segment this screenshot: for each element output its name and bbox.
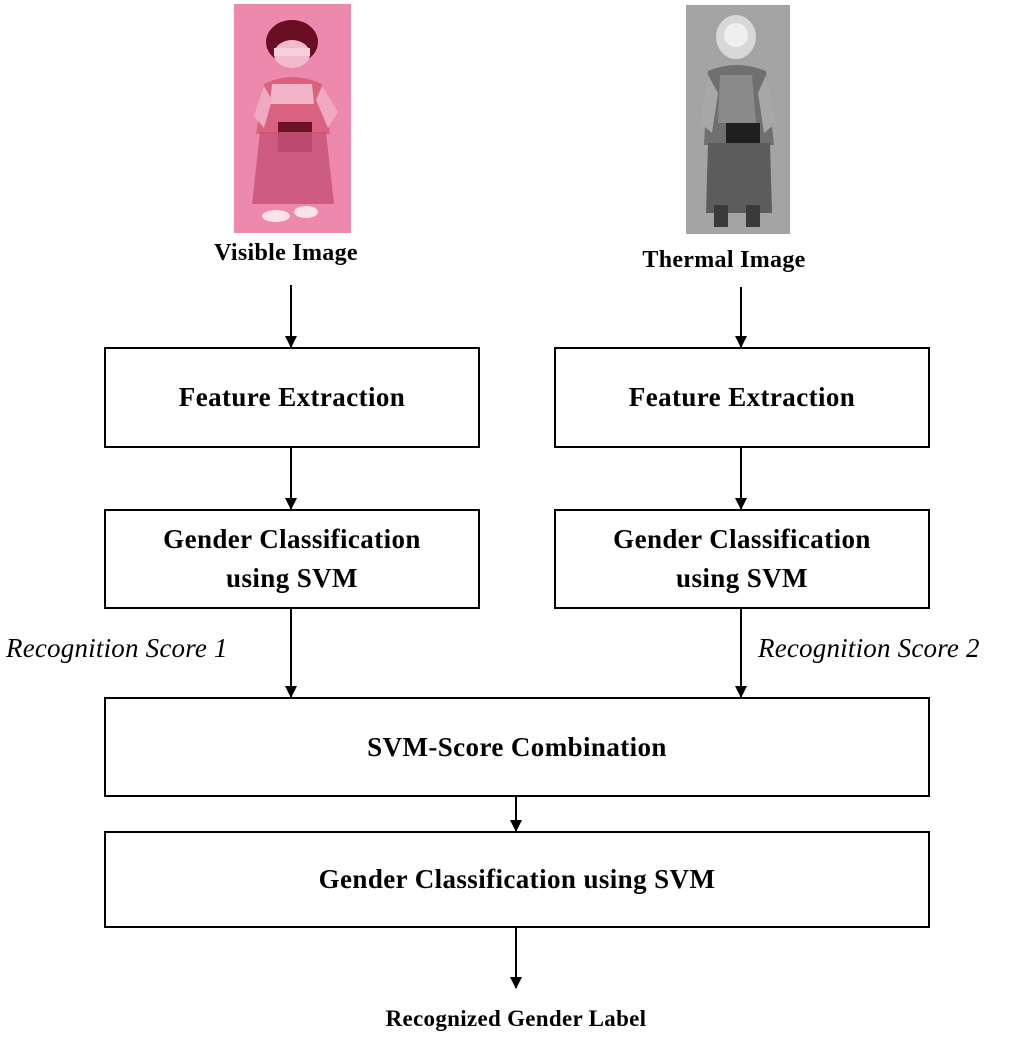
feature-extraction-label-left: Feature Extraction	[178, 382, 406, 412]
thermal-image	[686, 5, 790, 234]
feature-extraction-box-right: Feature Extraction	[554, 347, 930, 448]
final-gender-classification-label: Gender Classification using SVM	[318, 864, 716, 894]
gender-classification-right-line2: using SVM	[676, 563, 808, 593]
svm-score-combination-label: SVM-Score Combination	[367, 731, 667, 762]
gender-classification-left-line2: using SVM	[226, 563, 358, 593]
svm-score-combination-box: SVM-Score Combination	[104, 697, 930, 797]
gender-classification-left-line1: Gender Classification	[163, 524, 421, 554]
recognition-score-1-label: Recognition Score 1	[6, 633, 228, 663]
gender-classification-label-left: Gender Classification using SVM	[163, 520, 421, 598]
thermal-image-caption: Thermal Image	[642, 247, 806, 273]
gender-classification-label-right: Gender Classification using SVM	[613, 520, 871, 598]
feature-extraction-box-left: Feature Extraction	[104, 347, 480, 448]
recognized-gender-label: Recognized Gender Label	[385, 1006, 647, 1031]
gender-classification-box-right: Gender Classification using SVM	[554, 509, 930, 609]
gender-classification-box-left: Gender Classification using SVM	[104, 509, 480, 609]
feature-extraction-label-right: Feature Extraction	[628, 382, 856, 412]
visible-image-caption: Visible Image	[214, 240, 358, 266]
recognition-score-2-label: Recognition Score 2	[758, 633, 980, 663]
visible-image	[234, 4, 351, 233]
gender-classification-right-line1: Gender Classification	[613, 524, 871, 554]
final-gender-classification-box: Gender Classification using SVM	[104, 831, 930, 928]
